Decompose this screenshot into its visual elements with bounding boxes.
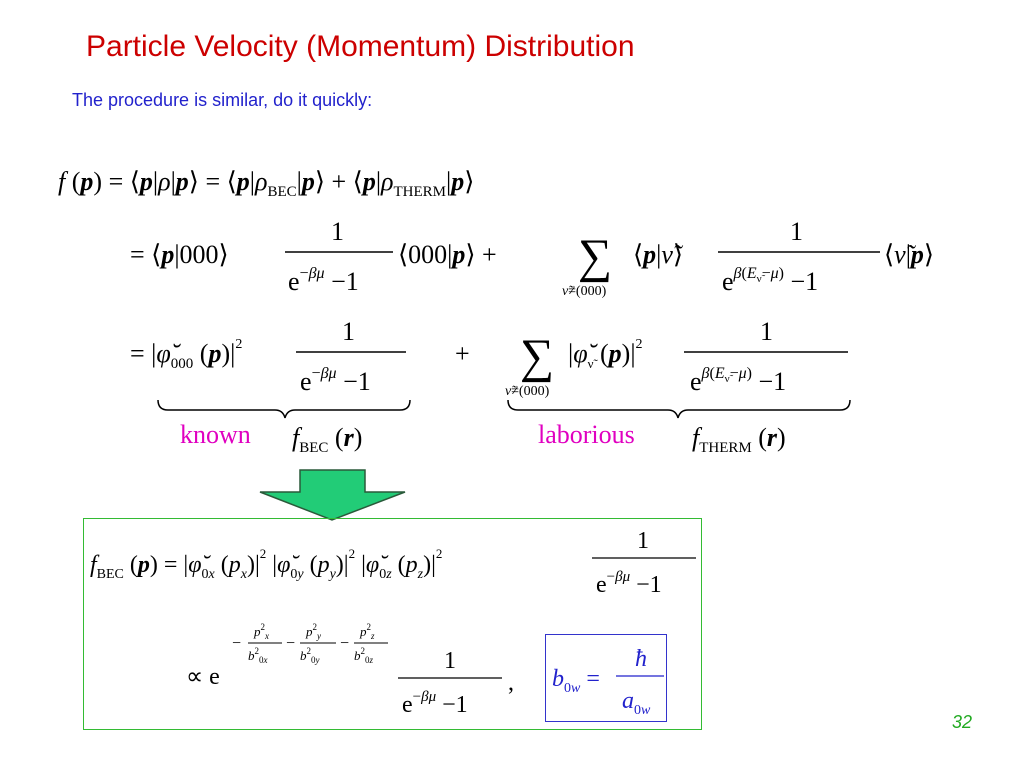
svg-text:,: , — [508, 670, 514, 696]
boxed-formula-line-2: ∝ e − p2x b20x − p2y b20y − p2z b20z 1 e… — [186, 622, 514, 718]
equation-line-3: = |φ̆000 (p)|2 1 e−βμ −1 + ∑ ν̃≠(000) |φ… — [130, 317, 848, 399]
b0w-box — [545, 634, 667, 722]
down-arrow-icon — [259, 469, 406, 521]
result-box — [83, 518, 702, 730]
slide-title: Particle Velocity (Momentum) Distributio… — [86, 30, 635, 63]
svg-text:p2z: p2z — [359, 622, 375, 641]
b0w-formula: b0w = ħ a0w — [552, 646, 664, 718]
svg-text:b20z: b20z — [354, 646, 374, 665]
svg-text:1: 1 — [342, 317, 355, 346]
svg-text:1: 1 — [444, 648, 456, 674]
svg-text:p2x: p2x — [253, 622, 269, 641]
svg-text:ν̃≠(000): ν̃≠(000) — [562, 284, 607, 299]
equation-line-1: f (p) = ⟨p|ρ|p⟩ = ⟨p|ρBEC|p⟩ + ⟨p|ρTHERM… — [58, 167, 474, 200]
svg-text:∑: ∑ — [520, 330, 554, 383]
svg-text:p2y: p2y — [305, 622, 321, 641]
svg-text:fBEC (r): fBEC (r) — [292, 423, 362, 456]
svg-text:eβ(Eν̃−μ) −1: eβ(Eν̃−μ) −1 — [690, 365, 786, 396]
underbrace-laborious — [507, 399, 851, 419]
svg-text:fTHERM (r): fTHERM (r) — [692, 423, 786, 456]
underbrace-known — [157, 399, 411, 419]
svg-text:1: 1 — [790, 217, 803, 246]
page-number: 32 — [951, 712, 972, 732]
svg-text:∑: ∑ — [578, 230, 612, 283]
svg-text:1: 1 — [637, 528, 649, 554]
svg-text:e−βμ −1: e−βμ −1 — [300, 365, 371, 396]
svg-text:b20x: b20x — [248, 646, 268, 665]
svg-text:⟨p|ν̃⟩: ⟨p|ν̃⟩ — [633, 240, 684, 269]
svg-text:= |φ̆000 (p)|2: = |φ̆000 (p)|2 — [130, 337, 242, 372]
svg-text:−: − — [232, 635, 241, 652]
svg-text:ν̃≠(000): ν̃≠(000) — [505, 384, 550, 399]
svg-text:1: 1 — [760, 317, 773, 346]
equation-line-2: = ⟨p|000⟩ 1 e−βμ −1 ⟨000|p⟩ + ∑ ν̃≠(000)… — [130, 217, 934, 299]
label-known: known — [180, 420, 251, 449]
svg-text:⟨000|p⟩ +: ⟨000|p⟩ + — [398, 240, 497, 269]
svg-text:+: + — [455, 339, 470, 368]
svg-text:ħ: ħ — [635, 646, 647, 672]
svg-text:= ⟨p|000⟩: = ⟨p|000⟩ — [130, 240, 229, 269]
svg-text:|φ̆ν̃ (p)|2: |φ̆ν̃ (p)|2 — [568, 337, 643, 371]
svg-text:b20y: b20y — [300, 646, 320, 665]
slide-subtitle: The procedure is similar, do it quickly: — [72, 90, 373, 110]
svg-text:eβ(Eν̃−μ) −1: eβ(Eν̃−μ) −1 — [722, 265, 818, 296]
svg-text:∝ e: ∝ e — [186, 664, 220, 690]
svg-text:1: 1 — [331, 217, 344, 246]
label-laborious: laborious — [538, 420, 635, 449]
svg-text:a0w: a0w — [622, 688, 651, 718]
svg-text:−: − — [340, 635, 349, 652]
svg-text:b0w =: b0w = — [552, 666, 600, 696]
svg-text:e−βμ −1: e−βμ −1 — [288, 265, 359, 296]
svg-text:⟨ν̃|p⟩: ⟨ν̃|p⟩ — [884, 240, 934, 269]
svg-text:f (p) = ⟨p|ρ|p⟩ = ⟨p|ρBEC|p⟩: f (p) = ⟨p|ρ|p⟩ = ⟨p|ρBEC|p⟩ + ⟨p|ρTHERM… — [58, 167, 474, 200]
svg-text:−: − — [286, 635, 295, 652]
